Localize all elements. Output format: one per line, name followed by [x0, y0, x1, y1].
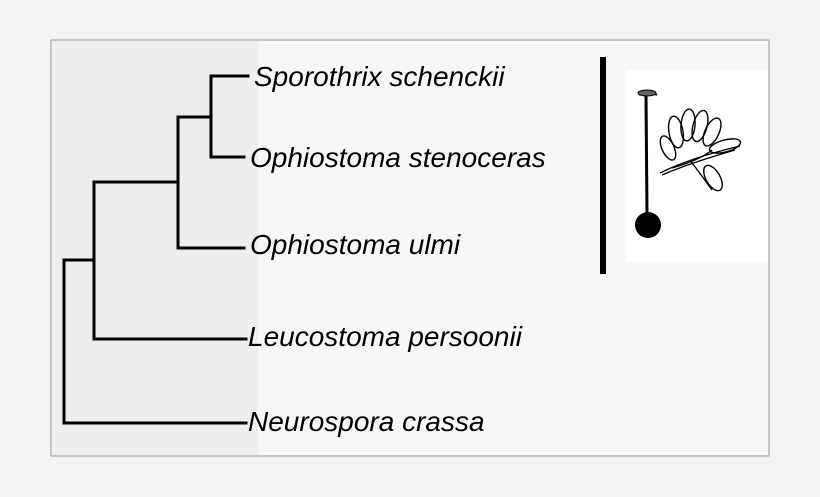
taxon-labels: Sporothrix schenckii Ophiostoma stenocer… [248, 61, 546, 437]
conidiophore-with-conidia-icon [626, 70, 768, 262]
clade-bar [600, 57, 606, 274]
taxon-label-ophiostoma-ulmi: Ophiostoma ulmi [250, 229, 461, 260]
taxon-label-leucostoma: Leucostoma persoonii [248, 321, 523, 352]
taxon-label-ophiostoma-stenoceras: Ophiostoma stenoceras [250, 142, 546, 173]
taxon-label-sporothrix: Sporothrix schenckii [254, 61, 505, 92]
taxon-label-neurospora: Neurospora crassa [248, 406, 485, 437]
tree-branches [62, 74, 250, 425]
